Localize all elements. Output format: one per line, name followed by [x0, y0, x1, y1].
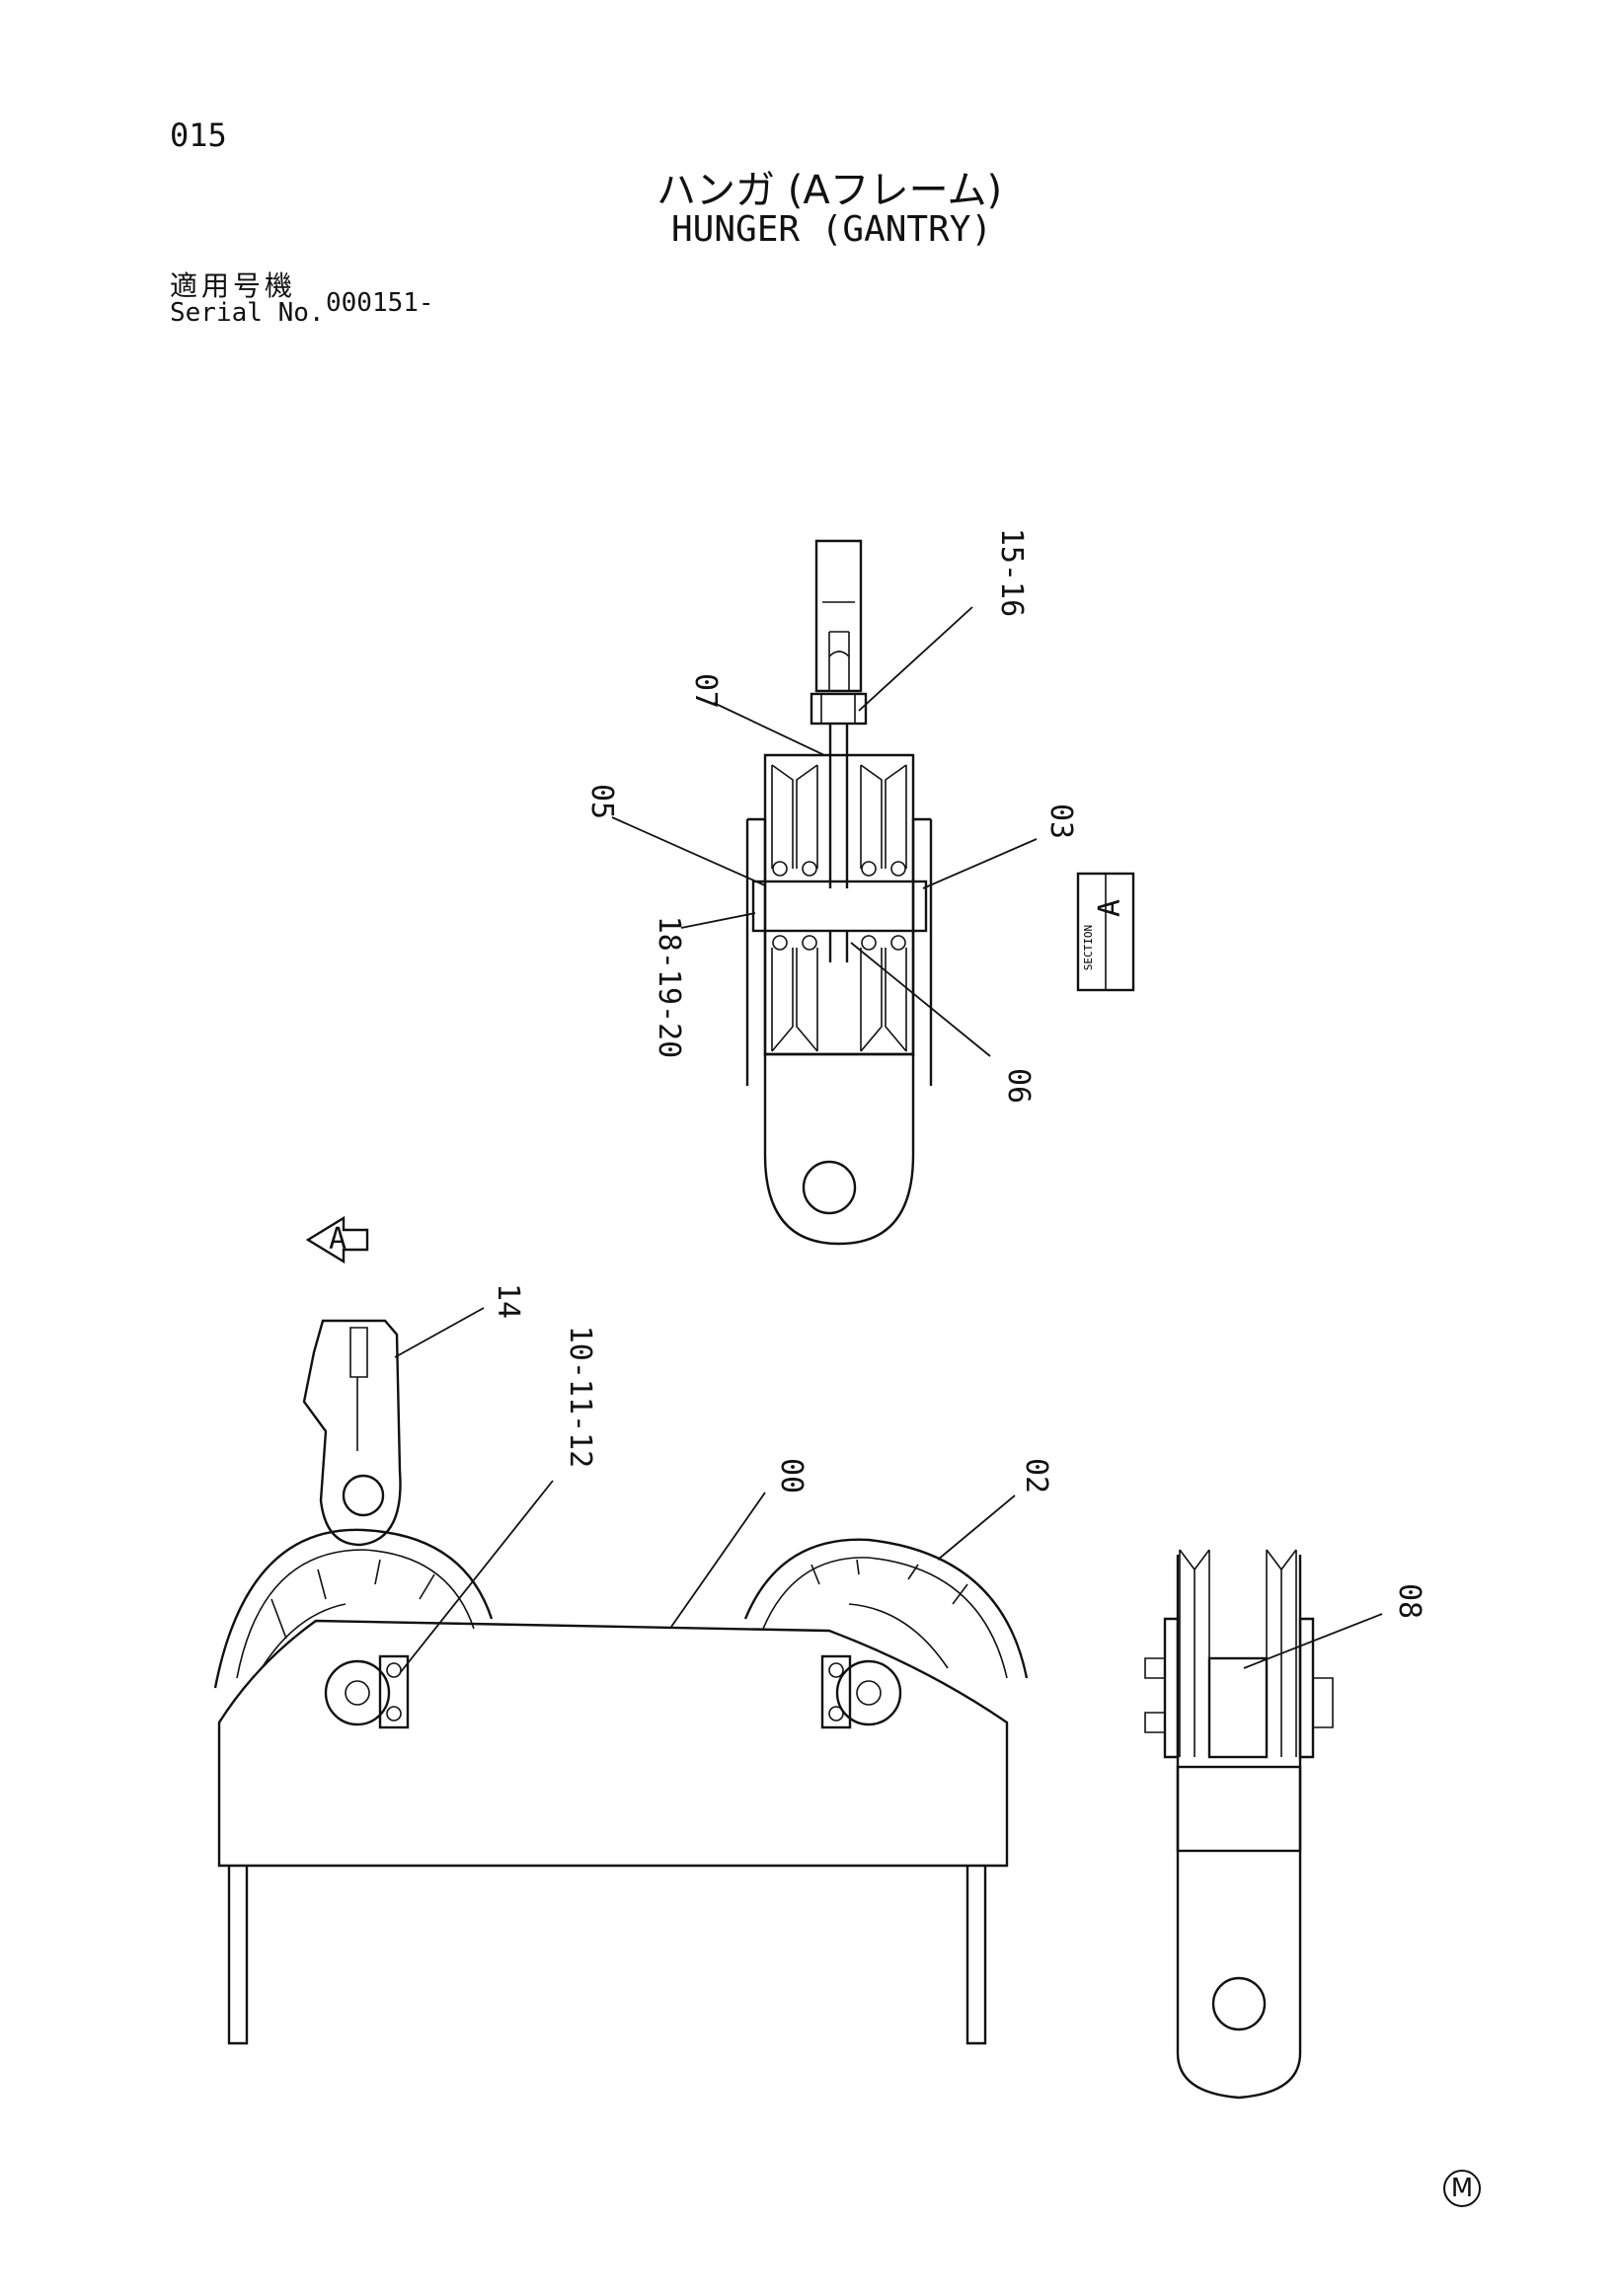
leader-lines	[394, 606, 1383, 1674]
part-label: 06	[1001, 1068, 1036, 1104]
part-label: 05	[584, 784, 619, 819]
part-label: 08	[1392, 1583, 1427, 1619]
page-number: 015	[170, 116, 227, 154]
part-label: 03	[1043, 804, 1078, 839]
section-a-view	[745, 539, 933, 1246]
part-label: 18-19-20	[652, 916, 686, 1059]
manufacturer-mark: M	[1443, 2170, 1481, 2207]
side-view	[1144, 1549, 1334, 2100]
section-label: A	[1093, 899, 1127, 917]
part-label: 07	[688, 673, 723, 709]
serial-number-value: 000151-	[326, 288, 434, 318]
section-marker: A SECTION	[1076, 872, 1135, 992]
part-label: 02	[1019, 1458, 1053, 1493]
view-arrow-a: A	[305, 1215, 369, 1264]
title-english: HUNGER (GANTRY)	[671, 209, 993, 250]
front-view	[213, 1319, 1029, 2045]
title-japanese: ハンガ (Aフレーム)	[656, 168, 1003, 213]
part-label: 15-16	[994, 528, 1029, 617]
part-label: 00	[774, 1458, 809, 1493]
part-label: 10-11-12	[563, 1326, 597, 1469]
serial-label-english: Serial No.	[170, 298, 325, 328]
view-arrow-label: A	[329, 1222, 347, 1257]
part-labels: 15-16 07 05 03 18-19-20 06 14 10-11-12 0…	[491, 528, 1427, 1619]
part-label: 14	[491, 1283, 525, 1319]
serial-label-japanese: 適用号機	[170, 269, 297, 302]
section-caption: SECTION	[1082, 925, 1095, 970]
